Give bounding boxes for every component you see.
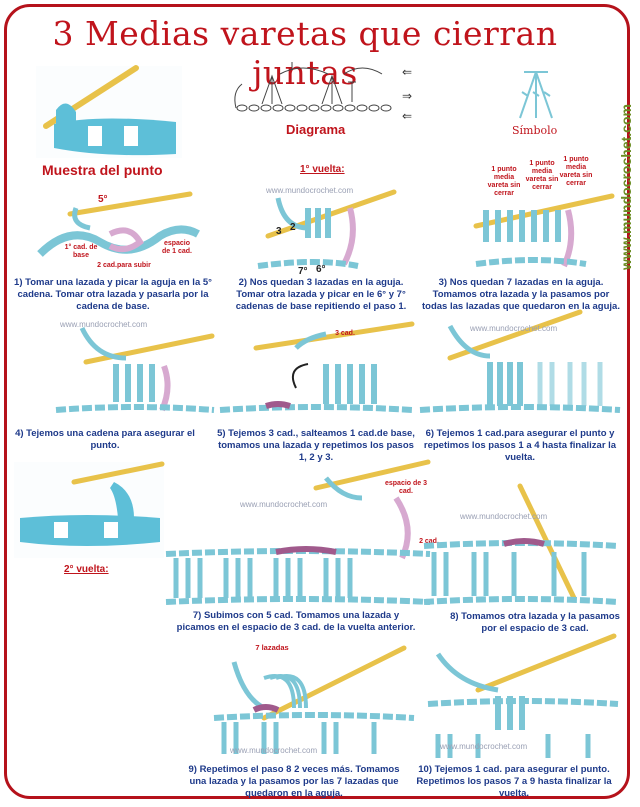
step8-drawing	[423, 483, 619, 605]
sample-photo-drawing	[36, 65, 182, 158]
note-2: 2	[290, 222, 296, 233]
step2-drawing	[257, 189, 397, 269]
watermark: www.mundocrochet.com	[266, 186, 354, 195]
watermark: www.mundocrochet.com	[240, 500, 328, 509]
step5-drawing	[219, 321, 415, 413]
watermark: www.mundocrochet.com	[440, 742, 528, 751]
page-title: 3 Medias varetas que cierran juntas	[52, 14, 558, 92]
step4-drawing	[55, 326, 215, 413]
step7-caption: 7) Subimos con 5 cad. Tomamos una lazada…	[176, 610, 416, 633]
step10-caption: 10) Tejemos 1 cad. para asegurar el punt…	[416, 764, 612, 799]
step7-drawing	[165, 459, 431, 605]
page-frame	[4, 4, 630, 799]
note-2cad-up: 2 cad.para subir	[97, 262, 151, 269]
svg-text:⇒: ⇒	[402, 89, 412, 103]
note-space-1cad: espacio de 1 cad.	[162, 240, 192, 255]
step6-caption: 6) Tejemos 1 cad.para asegurar el punto …	[423, 428, 617, 463]
step2-caption: 2) Nos quedan 3 lazadas en la aguja. Tom…	[235, 277, 407, 312]
step6-drawing	[419, 309, 621, 413]
diagram-label: Diagrama	[286, 122, 346, 137]
step4-caption: 4) Tejemos una cadena para asegurar el p…	[15, 428, 195, 451]
row1-label: 1° vuelta:	[300, 164, 345, 175]
svg-text:⇐: ⇐	[402, 109, 412, 123]
symbol-drawing	[519, 71, 553, 119]
row2-photo-drawing	[14, 461, 165, 558]
row2-photo	[14, 461, 165, 558]
watermark: www.mundocrochet.com	[60, 320, 148, 329]
note-half-stitch-2: 1 punto media vareta sin cerrar	[525, 160, 559, 191]
diagram-drawing: ⇐ ⇒ ⇐	[234, 62, 412, 123]
note-7-loops: 7 lazadas	[255, 643, 289, 652]
note-half-stitch-3: 1 punto media vareta sin cerrar	[559, 156, 593, 187]
watermark: www.mundocrochet.com	[230, 746, 318, 755]
step1-drawing	[37, 191, 200, 257]
sample-label: Muestra del punto	[42, 162, 163, 178]
step9-drawing	[213, 645, 415, 754]
step1-caption: 1) Tomar una lazada y picar la aguja en …	[14, 277, 212, 312]
step8-caption: 8) Tomamos otra lazada y la pasamos por …	[450, 611, 620, 634]
step3-caption: 3) Nos quedan 7 lazadas en la aguja. Tom…	[422, 277, 620, 312]
site-url-vertical: www.mundocrochet.com	[618, 104, 634, 270]
sample-photo	[36, 65, 182, 158]
watermark: www.mundocrochet.com	[470, 324, 558, 333]
note-6th: 6°	[316, 264, 326, 275]
note-chain-base: 1° cad. de base	[64, 244, 98, 259]
note-3cad: 3 cad.	[335, 330, 355, 337]
symbol-label: Símbolo	[512, 124, 558, 137]
step3-drawing	[473, 193, 615, 268]
note-3: 3	[276, 226, 282, 237]
step10-drawing	[427, 633, 619, 758]
step9-caption: 9) Repetimos el paso 8 2 veces más. Toma…	[188, 764, 400, 799]
watermark: www.mundocrochet.com	[460, 512, 548, 521]
step5-caption: 5) Tejemos 3 cad., salteamos 1 cad.de ba…	[217, 428, 415, 463]
note-half-stitch-1: 1 punto media vareta sin cerrar	[487, 166, 521, 197]
note-2cad: 2 cad.	[419, 538, 439, 545]
svg-text:⇐: ⇐	[402, 65, 412, 79]
note-space-3cad: espacio de 3 cad.	[384, 480, 428, 495]
note-5th: 5°	[98, 194, 108, 205]
row2-label: 2° vuelta:	[64, 564, 109, 575]
note-7th: 7°	[298, 266, 308, 277]
